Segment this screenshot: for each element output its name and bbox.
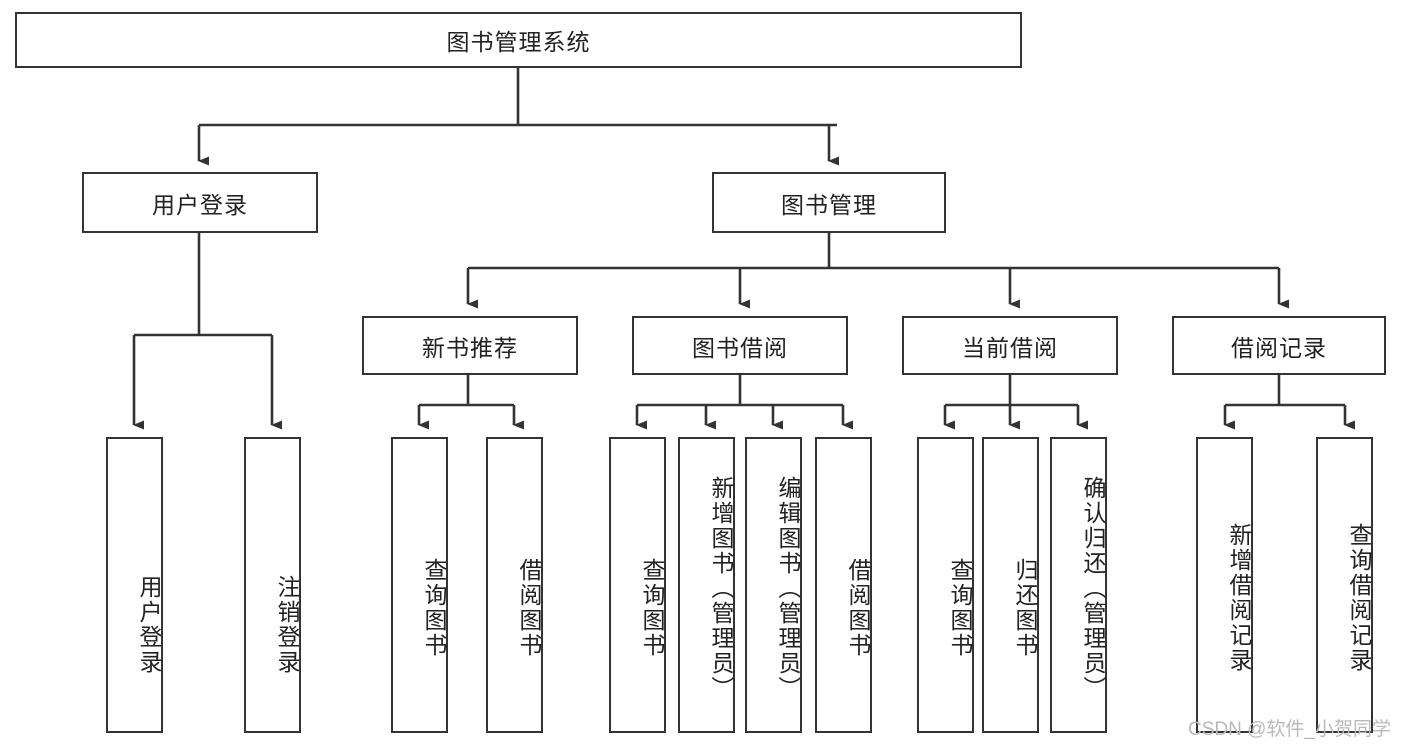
leaf-current-borrow-query-book[interactable]: 查询图书 xyxy=(917,437,974,733)
node-label: 查询图书 xyxy=(421,558,447,658)
leaf-book-borrow-borrow-book[interactable]: 借阅图书 xyxy=(815,437,872,733)
watermark: CSDN @软件_小贺同学 xyxy=(1188,719,1391,740)
node-new-book-recommend[interactable]: 新书推荐 xyxy=(362,316,578,375)
node-label: 确认归还（管理员） xyxy=(1080,475,1106,701)
node-label: 借阅图书 xyxy=(845,558,871,658)
node-label: 归还图书 xyxy=(1012,558,1038,658)
leaf-borrow-record-query-record[interactable]: 查询借阅记录 xyxy=(1316,437,1373,733)
node-label: 查询借阅记录 xyxy=(1346,523,1372,673)
node-label: 编辑图书（管理员） xyxy=(775,475,801,701)
node-label: 图书管理系统 xyxy=(446,29,591,55)
leaf-new-book-borrow-book[interactable]: 借阅图书 xyxy=(486,437,543,733)
node-label: 查询图书 xyxy=(947,558,973,658)
leaf-book-borrow-query-book[interactable]: 查询图书 xyxy=(609,437,666,733)
leaf-user-login-logout[interactable]: 注销登录 xyxy=(244,437,301,733)
node-label: 图书借阅 xyxy=(692,334,788,361)
node-label: 新增图书（管理员） xyxy=(708,475,734,701)
leaf-current-borrow-confirm-return-admin[interactable]: 确认归还（管理员） xyxy=(1050,437,1107,733)
node-label: 新书推荐 xyxy=(422,334,518,361)
node-current-borrow[interactable]: 当前借阅 xyxy=(902,316,1118,375)
node-label: 新增借阅记录 xyxy=(1226,523,1252,673)
leaf-user-login-login[interactable]: 用户登录 xyxy=(106,437,163,733)
node-label: 借阅记录 xyxy=(1231,334,1327,361)
node-user-login[interactable]: 用户登录 xyxy=(82,172,318,233)
leaf-book-borrow-add-book-admin[interactable]: 新增图书（管理员） xyxy=(678,437,735,733)
node-label: 注销登录 xyxy=(274,575,300,675)
leaf-book-borrow-edit-book-admin[interactable]: 编辑图书（管理员） xyxy=(745,437,802,733)
leaf-current-borrow-return-book[interactable]: 归还图书 xyxy=(982,437,1039,733)
node-label: 用户登录 xyxy=(152,191,248,218)
node-label: 图书管理 xyxy=(781,191,877,218)
leaf-borrow-record-add-record[interactable]: 新增借阅记录 xyxy=(1196,437,1253,733)
node-label: 用户登录 xyxy=(136,575,162,675)
node-book-borrow[interactable]: 图书借阅 xyxy=(632,316,848,375)
node-root-book-management-system[interactable]: 图书管理系统 xyxy=(15,12,1022,68)
node-label: 借阅图书 xyxy=(516,558,542,658)
node-label: 查询图书 xyxy=(639,558,665,658)
node-borrow-record[interactable]: 借阅记录 xyxy=(1172,316,1386,375)
leaf-new-book-query-book[interactable]: 查询图书 xyxy=(391,437,448,733)
node-book-management[interactable]: 图书管理 xyxy=(712,172,946,233)
node-label: 当前借阅 xyxy=(962,334,1058,361)
